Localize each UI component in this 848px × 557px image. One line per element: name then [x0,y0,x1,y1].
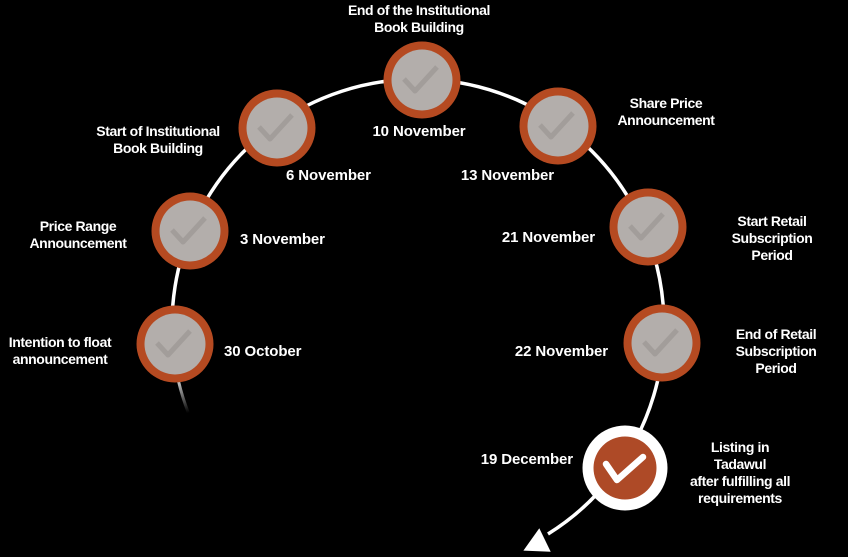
check-icon [538,111,575,140]
date-30-october: 30 October [224,343,302,360]
label-start-institutional-book-building: Start of Institutional Book Building [96,123,220,156]
milestone-node [519,87,597,165]
milestone-node [383,41,461,119]
arrow-head-icon [523,528,551,552]
label-end-institutional-book-building: End of the Institutional Book Building [347,2,491,35]
check-icon [155,329,192,358]
check-icon [602,453,647,484]
check-icon [257,113,294,142]
milestone-node [136,305,214,383]
date-19-december: 19 December [480,451,573,468]
date-6-november: 6 November [286,167,371,184]
date-10-november: 10 November [372,123,466,140]
label-share-price-announcement: Share Price Announcement [617,95,715,128]
label-start-retail-subscription: Start Retail Subscription Period [731,213,813,263]
check-icon [642,328,679,357]
node-fill [593,436,657,500]
milestone-node [609,188,687,266]
date-21-november: 21 November [501,229,595,246]
label-listing-in-tadawul: Listing in Tadawul after fulfilling all … [689,439,791,506]
milestone-nodes [136,41,701,511]
date-3-november: 3 November [240,231,325,248]
milestone-node [238,89,316,167]
check-icon [402,65,439,94]
label-intention-to-float: Intention to float announcement [8,334,112,367]
milestone-node-highlighted [582,425,668,511]
label-end-retail-subscription: End of Retail Subscription Period [735,326,817,376]
milestone-node [151,192,229,270]
date-13-november: 13 November [460,167,554,184]
check-icon [628,212,665,241]
check-icon [170,216,207,245]
label-price-range-announcement: Price Range Announcement [29,218,127,251]
date-22-november: 22 November [514,343,608,360]
milestone-node [623,304,701,382]
